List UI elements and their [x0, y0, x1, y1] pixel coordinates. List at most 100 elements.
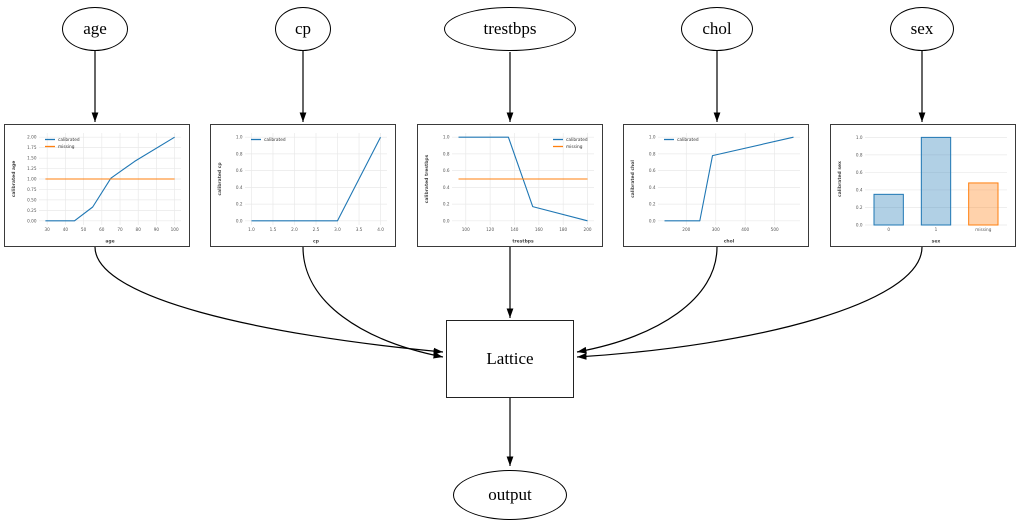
series-line-calibrated [251, 136, 381, 222]
x-tick-label: 100 [171, 227, 179, 232]
legend-label-calibrated: calibrated [264, 137, 286, 143]
x-tick-label: 500 [771, 227, 779, 232]
x-tick-label: 60 [99, 227, 105, 232]
y-tick-label: 0.2 [856, 205, 863, 210]
y-tick-label: 0.4 [443, 185, 450, 190]
x-tick-label: 200 [682, 227, 690, 232]
y-tick-label: 0.8 [443, 151, 450, 156]
y-tick-label: 0.2 [649, 202, 656, 207]
y-tick-label: 0.2 [236, 202, 243, 207]
x-axis-label: cp [313, 240, 320, 245]
x-tick-label: 300 [712, 227, 720, 232]
x-tick-label: 140 [510, 227, 518, 232]
y-tick-label: 0.0 [649, 218, 656, 223]
legend-label-calibrated: calibrated [677, 137, 699, 143]
x-tick-label: 40 [63, 227, 69, 232]
y-tick-label: 1.50 [27, 156, 37, 161]
input-node-label: age [83, 19, 107, 38]
x-tick-label: 4.0 [377, 227, 384, 232]
lattice-node-label: Lattice [486, 349, 534, 368]
x-tick-label: 80 [136, 227, 142, 232]
plot-area [658, 133, 800, 225]
y-axis-label: calibrated cp [217, 162, 223, 196]
input-node-chol: chol [681, 7, 753, 51]
series-line-calibrated [458, 136, 588, 222]
y-tick-label: 0.50 [27, 197, 37, 202]
y-tick-label: 0.8 [649, 151, 656, 156]
series-line-calibrated [664, 136, 794, 222]
x-tick-label: 100 [462, 227, 470, 232]
y-tick-label: 1.0 [236, 135, 243, 140]
x-tick-label: 120 [486, 227, 494, 232]
y-tick-label: 1.00 [27, 177, 37, 182]
y-tick-label: 0.4 [856, 187, 863, 192]
x-tick-label: 30 [45, 227, 51, 232]
edge-age-to-lattice [94, 246, 444, 355]
chart-svg-age: 0.00 0.25 0.50 0.75 1.00 1.25 1.50 1.75 2.00 30 40… [11, 133, 181, 245]
input-node-label: chol [702, 19, 732, 38]
y-axis-label: calibrated age [11, 161, 17, 198]
x-tick-label: 1 [935, 227, 938, 232]
y-tick-label: 0.0 [443, 218, 450, 223]
x-tick-label: 2.0 [291, 227, 298, 232]
y-tick-label: 0.4 [649, 185, 656, 190]
bar [920, 136, 952, 226]
y-tick-label: 0.25 [27, 208, 37, 213]
x-tick-label: 50 [81, 227, 87, 232]
y-axis-label: calibrated trestbps [424, 154, 430, 203]
x-tick-label: 1.5 [270, 227, 277, 232]
input-node-sex: sex [890, 7, 954, 51]
y-tick-label: 1.0 [649, 135, 656, 140]
edge-sex-to-lattice [576, 246, 923, 360]
y-tick-label: 0.6 [236, 168, 243, 173]
y-tick-label: 0.6 [443, 168, 450, 173]
input-node-cp: cp [275, 7, 331, 51]
output-node: output [453, 470, 567, 520]
y-tick-label: 0.4 [236, 185, 243, 190]
y-tick-label: 1.0 [856, 135, 863, 140]
x-tick-label: 0 [887, 227, 890, 232]
edge-chol-to-lattice [576, 246, 718, 354]
x-axis-label: chol [724, 239, 735, 245]
y-tick-label: 0.0 [236, 218, 243, 223]
input-node-label: sex [910, 19, 934, 38]
series-line-calibrated [45, 136, 175, 222]
y-tick-label: 0.2 [443, 202, 450, 207]
plot-area [865, 133, 1007, 225]
y-tick-label: 0.0 [856, 223, 863, 228]
x-tick-label: 400 [741, 227, 749, 232]
x-tick-label: 90 [154, 227, 160, 232]
calibration-chart-age: 0.00 0.25 0.50 0.75 1.00 1.25 1.50 1.75 2.00 30 40… [4, 124, 190, 247]
y-tick-label: 0.75 [27, 187, 37, 192]
legend-label-missing: missing [58, 144, 75, 150]
edge-cp-to-lattice [302, 246, 444, 359]
y-tick-label: 0.8 [236, 151, 243, 156]
y-tick-label: 0.00 [27, 218, 37, 223]
y-tick-label: 1.25 [27, 166, 37, 171]
x-tick-label: 180 [559, 227, 567, 232]
legend-label-calibrated: calibrated [58, 137, 80, 143]
x-tick-label: 160 [535, 227, 543, 232]
y-tick-label: 2.00 [27, 135, 37, 140]
y-tick-label: 1.75 [27, 145, 37, 150]
legend-label-missing: missing [566, 144, 583, 150]
x-axis-label: sex [932, 240, 941, 245]
x-axis-label: age [105, 240, 114, 245]
input-node-label: cp [294, 19, 312, 38]
y-tick-label: 0.6 [856, 170, 863, 175]
x-tick-label: 3.5 [356, 227, 363, 232]
input-node-label: trestbps [483, 19, 537, 38]
y-axis-label: calibrated chol [630, 160, 636, 198]
input-node-trestbps: trestbps [444, 7, 576, 51]
x-tick-label: missing [975, 227, 991, 232]
y-tick-label: 1.0 [443, 135, 450, 140]
y-tick-label: 0.8 [856, 152, 863, 157]
